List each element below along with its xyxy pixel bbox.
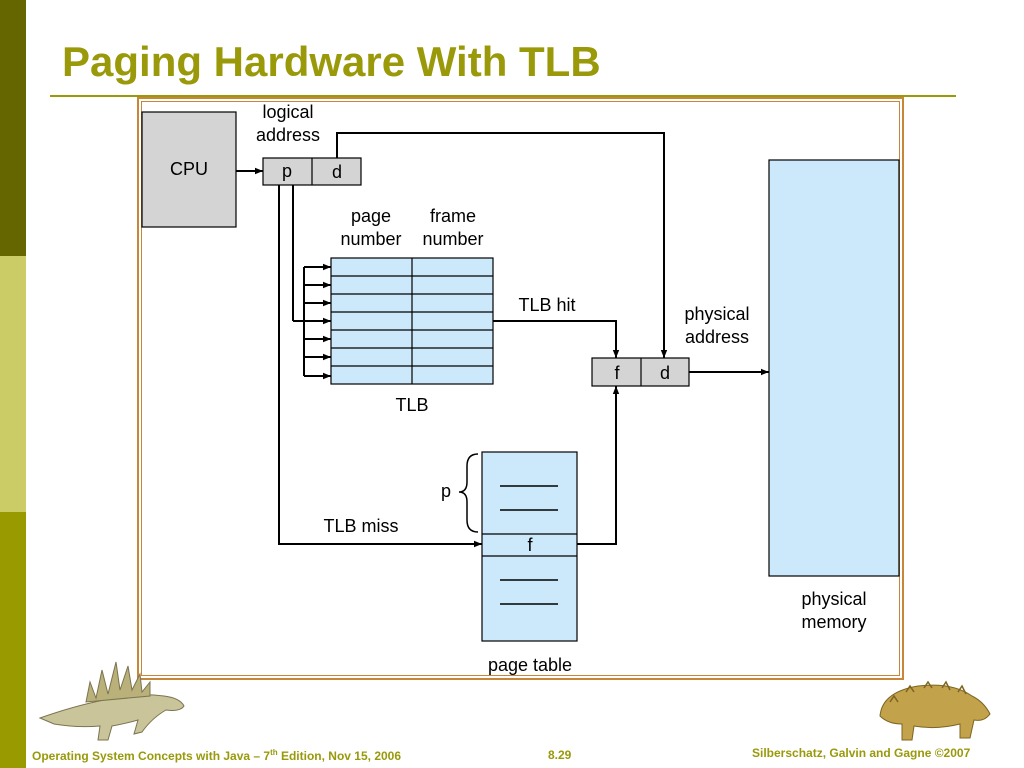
cpu-box — [141, 111, 237, 228]
footer-edition: Operating System Concepts with Java – 7t… — [32, 748, 401, 763]
physical-address-label-line2: address — [685, 327, 749, 347]
tlb-miss-label: TLB miss — [323, 516, 398, 536]
tlb-frame-header-line1: frame — [430, 206, 476, 226]
tlb-label: TLB — [395, 395, 428, 415]
footer-edition-pre: Operating System Concepts with Java – 7 — [32, 749, 271, 763]
page-index-brace — [458, 453, 479, 533]
tlb-page-header-line1: page — [351, 206, 391, 226]
tlb-miss-arrow — [278, 185, 482, 548]
footer-copyright: Silberschatz, Galvin and Gagne ©2007 — [752, 746, 971, 760]
page-table-to-frame-arrow — [577, 386, 620, 545]
logical-address-label-line1: logical — [262, 102, 313, 122]
footer-page-number: 8.29 — [548, 748, 572, 762]
sidebar-band-light — [0, 256, 26, 512]
page-table-f: f — [527, 535, 533, 555]
footer-edition-post: Edition, Nov 15, 2006 — [277, 749, 402, 763]
sidebar-band-dark — [0, 0, 26, 256]
tlb-table — [330, 257, 494, 385]
page-table — [481, 451, 578, 642]
sidebar-band-mid — [0, 512, 26, 768]
title-underline — [50, 95, 956, 97]
stegosaurus-illustration — [38, 661, 185, 741]
tlb-hit-arrow — [493, 320, 620, 358]
offset-d-arrow — [336, 132, 668, 358]
physical-memory-label-line2: memory — [801, 612, 866, 632]
tlb-frame-header-line2: number — [422, 229, 483, 249]
slide-title: Paging Hardware With TLB — [62, 38, 601, 85]
ankylosaurus-illustration — [879, 680, 991, 741]
cpu-label: CPU — [170, 159, 208, 179]
page-table-p: p — [441, 481, 451, 501]
tlb-page-header-line2: number — [340, 229, 401, 249]
logical-field-d: d — [332, 162, 342, 182]
physical-memory-box — [768, 159, 900, 577]
logical-address-label-line2: address — [256, 125, 320, 145]
tlb-hit-label: TLB hit — [518, 295, 575, 315]
physical-memory-label-line1: physical — [801, 589, 866, 609]
physical-address-label-line1: physical — [684, 304, 749, 324]
footer-edition-sup: th — [270, 748, 278, 757]
page-table-label: page table — [488, 655, 572, 675]
physical-field-d: d — [660, 363, 670, 383]
physical-field-f: f — [614, 363, 620, 383]
logical-field-p: p — [282, 161, 292, 181]
tlb-lookup-arrows — [292, 185, 331, 380]
